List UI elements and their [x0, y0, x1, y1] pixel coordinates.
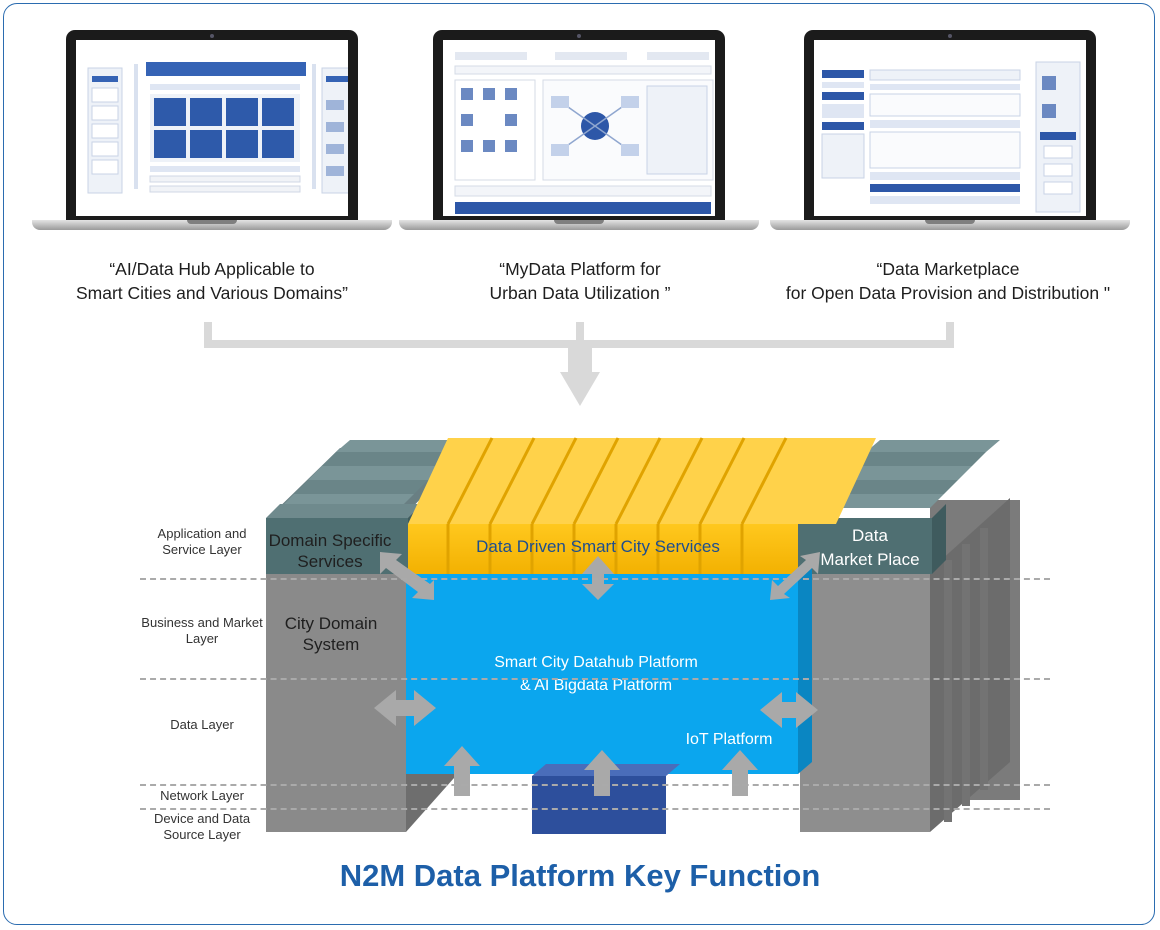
layer-divider: [140, 578, 1050, 580]
laptop-screen-mydata: [443, 40, 715, 216]
laptop-notch: [925, 220, 975, 224]
connector-lines: [204, 322, 954, 374]
layer-label-application: Application and Service Layer: [157, 526, 247, 557]
iot-platform-label: IoT Platform: [686, 731, 773, 748]
layer-label-device: Device and Data Source Layer: [153, 811, 251, 842]
mydata-screen-graphic: [454, 52, 714, 214]
laptop-base: [32, 220, 392, 230]
ai-hub-screen-graphic: [87, 62, 348, 194]
double-arrow-icon: [380, 552, 434, 600]
right-gray-stack: [800, 498, 1020, 832]
marketplace-screen-graphic: [821, 61, 1081, 213]
up-arrow-icon: [722, 750, 758, 796]
caption-mydata-platform: “MyData Platform for Urban Data Utilizat…: [489, 259, 671, 303]
laptop-ai-data-hub: [32, 30, 392, 240]
layer-label-business: Business and Market Layer: [141, 615, 263, 646]
laptop-base: [399, 220, 759, 230]
datahub-label-line1: Smart City Datahub Platform: [494, 654, 698, 671]
laptop-base: [770, 220, 1130, 230]
laptop-notch: [554, 220, 604, 224]
camera-icon: [948, 34, 952, 38]
up-arrow-icon: [444, 746, 480, 796]
data-market-label-line1: Data: [852, 526, 888, 545]
double-arrow-icon: [374, 690, 436, 726]
diagram-title: N2M Data Platform Key Function: [339, 858, 821, 893]
city-domain-label-line1: City Domain: [285, 614, 378, 633]
data-driven-services-label: Data Driven Smart City Services: [476, 537, 720, 556]
double-arrow-icon: [760, 692, 818, 728]
city-domain-label-line2: System: [303, 635, 360, 654]
laptop-lid: [804, 30, 1096, 220]
laptop-screen-marketplace: [814, 40, 1086, 216]
domain-specific-label-line2: Services: [297, 552, 362, 571]
caption-ai-data-hub: “AI/Data Hub Applicable to Smart Cities …: [76, 259, 348, 303]
domain-specific-label-line1: Domain Specific: [269, 531, 392, 550]
datahub-label-line2: & AI Bigdata Platform: [520, 677, 672, 694]
camera-icon: [210, 34, 214, 38]
layer-divider: [140, 678, 1050, 680]
layer-divider: [140, 808, 1050, 810]
layer-label-data: Data Layer: [170, 717, 234, 732]
laptop-notch: [187, 220, 237, 224]
layer-label-network: Network Layer: [160, 788, 244, 803]
laptop-lid: [433, 30, 725, 220]
down-arrow-icon: [560, 372, 600, 406]
up-arrow-icon: [584, 750, 620, 796]
layer-divider: [140, 784, 1050, 786]
datahub-platform-block: [406, 562, 812, 774]
data-market-label-line2: Market Place: [820, 550, 919, 569]
camera-icon: [577, 34, 581, 38]
flow-arrows: [374, 552, 820, 796]
double-arrow-icon: [770, 552, 820, 600]
laptop-data-marketplace: [770, 30, 1130, 240]
laptop-lid: [66, 30, 358, 220]
laptop-screen-ai-hub: [76, 40, 348, 216]
outer-frame: [3, 3, 1155, 925]
caption-data-marketplace: “Data Marketplace for Open Data Provisio…: [785, 259, 1111, 303]
laptop-mydata-platform: [399, 30, 759, 240]
